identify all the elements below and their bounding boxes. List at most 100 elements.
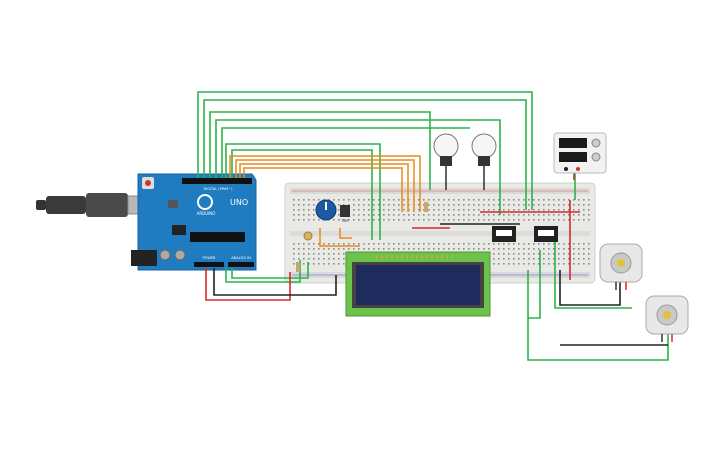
breadboard-hole <box>573 243 575 245</box>
breadboard-hole <box>293 248 295 250</box>
breadboard-hole <box>358 248 360 250</box>
breadboard-hole <box>448 248 450 250</box>
breadboard-hole <box>293 243 295 245</box>
breadboard-hole <box>528 248 530 250</box>
breadboard-hole <box>438 219 440 221</box>
breadboard-hole <box>303 219 305 221</box>
breadboard-hole <box>508 248 510 250</box>
breadboard-hole <box>518 204 520 206</box>
lcd-pin <box>436 255 438 258</box>
breadboard-hole <box>438 204 440 206</box>
relay-icon[interactable] <box>492 226 516 242</box>
breadboard-hole <box>313 219 315 221</box>
dc-motor-icon[interactable] <box>599 243 643 290</box>
breadboard-hole <box>298 199 300 201</box>
breadboard-hole <box>558 214 560 216</box>
breadboard-hole <box>448 204 450 206</box>
breadboard-hole <box>538 204 540 206</box>
usb-cable-icon <box>36 193 145 217</box>
breadboard-hole <box>398 243 400 245</box>
photoresistor[interactable] <box>303 231 313 241</box>
breadboard-hole <box>303 258 305 260</box>
breadboard-hole <box>363 248 365 250</box>
breadboard-hole <box>523 209 525 211</box>
breadboard-hole <box>573 248 575 250</box>
breadboard-hole <box>588 204 590 206</box>
breadboard-hole <box>498 263 500 265</box>
breadboard-hole <box>538 258 540 260</box>
breadboard-hole <box>418 219 420 221</box>
lightbulb-icon[interactable] <box>471 133 497 190</box>
breadboard-hole <box>453 199 455 201</box>
breadboard-hole <box>408 248 410 250</box>
breadboard-hole <box>578 209 580 211</box>
breadboard-hole <box>313 214 315 216</box>
breadboard-hole <box>328 243 330 245</box>
lcd-pin <box>421 255 423 258</box>
breadboard-hole <box>468 209 470 211</box>
lcd-display[interactable] <box>345 251 491 317</box>
breadboard-hole <box>553 209 555 211</box>
breadboard-hole <box>483 209 485 211</box>
breadboard-hole <box>418 204 420 206</box>
breadboard-hole <box>563 209 565 211</box>
breadboard-hole <box>518 263 520 265</box>
breadboard-hole <box>543 219 545 221</box>
lcd-pin <box>451 255 453 258</box>
breadboard-hole <box>588 243 590 245</box>
breadboard-hole <box>548 219 550 221</box>
breadboard-hole <box>443 219 445 221</box>
dc-motor-icon[interactable] <box>645 295 689 342</box>
lcd-pin-header <box>376 255 453 258</box>
resistor[interactable] <box>424 202 428 212</box>
potentiometer-icon[interactable] <box>315 199 337 221</box>
breadboard-hole <box>398 219 400 221</box>
breadboard-hole <box>393 204 395 206</box>
breadboard-hole <box>503 219 505 221</box>
breadboard-hole <box>498 243 500 245</box>
breadboard-hole <box>373 219 375 221</box>
relay-icon[interactable] <box>534 226 558 242</box>
breadboard-hole <box>313 209 315 211</box>
breadboard-hole <box>448 219 450 221</box>
breadboard-hole <box>483 219 485 221</box>
breadboard-hole <box>438 214 440 216</box>
breadboard-hole <box>588 209 590 211</box>
breadboard-hole <box>533 258 535 260</box>
breadboard-hole <box>388 243 390 245</box>
breadboard-hole <box>388 199 390 201</box>
breadboard-hole <box>323 258 325 260</box>
breadboard-hole <box>523 243 525 245</box>
breadboard-hole <box>328 248 330 250</box>
breadboard-hole <box>493 263 495 265</box>
breadboard-hole <box>578 199 580 201</box>
arduino-uno-board[interactable]: DIGITAL (PWM~) ARDUINO UNO POWER ANALOG … <box>131 173 257 271</box>
breadboard-hole <box>583 219 585 221</box>
breadboard-hole <box>503 243 505 245</box>
breadboard-hole <box>498 248 500 250</box>
breadboard-hole <box>403 248 405 250</box>
breadboard-hole <box>393 248 395 250</box>
temperature-sensor[interactable]: TMP <box>340 205 350 223</box>
breadboard-hole <box>513 258 515 260</box>
lightbulb-icon[interactable] <box>433 133 459 190</box>
breadboard-hole <box>318 258 320 260</box>
breadboard-hole <box>558 219 560 221</box>
power-supply-icon[interactable] <box>553 132 607 174</box>
breadboard-hole <box>373 214 375 216</box>
breadboard-hole <box>538 199 540 201</box>
breadboard-hole <box>353 219 355 221</box>
breadboard-hole <box>503 248 505 250</box>
breadboard-hole <box>533 243 535 245</box>
breadboard-hole <box>483 204 485 206</box>
breadboard-hole <box>338 243 340 245</box>
breadboard-hole <box>588 248 590 250</box>
breadboard-hole <box>493 199 495 201</box>
breadboard-hole <box>363 219 365 221</box>
breadboard-hole <box>353 243 355 245</box>
resistor[interactable] <box>296 262 300 272</box>
breadboard-hole <box>448 214 450 216</box>
breadboard-hole <box>583 214 585 216</box>
breadboard-hole <box>348 248 350 250</box>
breadboard-hole <box>468 248 470 250</box>
